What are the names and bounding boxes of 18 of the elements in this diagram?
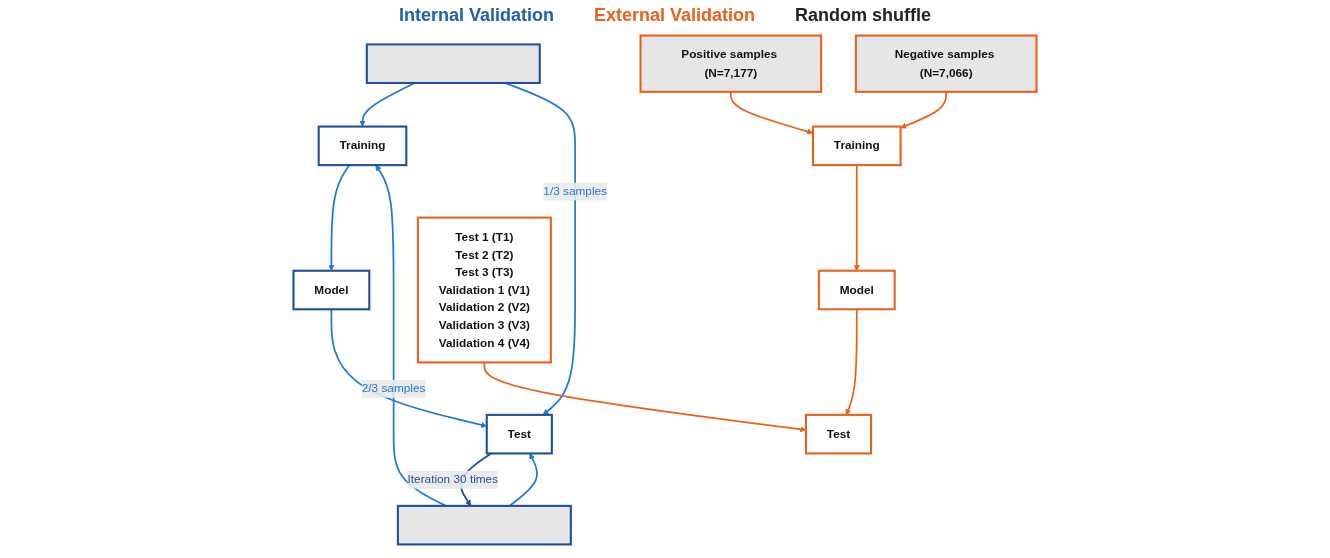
arrow <box>359 82 416 127</box>
edge-label: Iteration 30 times <box>407 472 499 487</box>
section-heading: External Validation <box>593 4 756 26</box>
node-box: Training <box>317 125 408 167</box>
edge-label: 1/3 samples <box>543 184 607 198</box>
node-box: Test <box>485 413 553 455</box>
node-box: Model <box>817 269 896 311</box>
node-bar <box>396 504 572 546</box>
note-text: Random shuffle <box>795 4 932 26</box>
section-heading: Internal Validation <box>398 4 554 26</box>
node-box: Test 1 (T1) Test 2 (T2) Test 3 (T3) Validation 1 (V1) Validation 2 (V2) Validation 3 (V3) Validation 4 (V4) <box>416 216 552 364</box>
node-box: Test <box>804 413 873 455</box>
node-bar <box>365 43 541 84</box>
node-box: Model <box>292 269 371 311</box>
node-box: Negative samples (N=7,066) <box>854 34 1038 93</box>
node-box: Positive samples (N=7,177) <box>639 34 823 93</box>
edge-label: 2/3 samples <box>361 381 426 396</box>
node-box: Training <box>811 125 902 167</box>
